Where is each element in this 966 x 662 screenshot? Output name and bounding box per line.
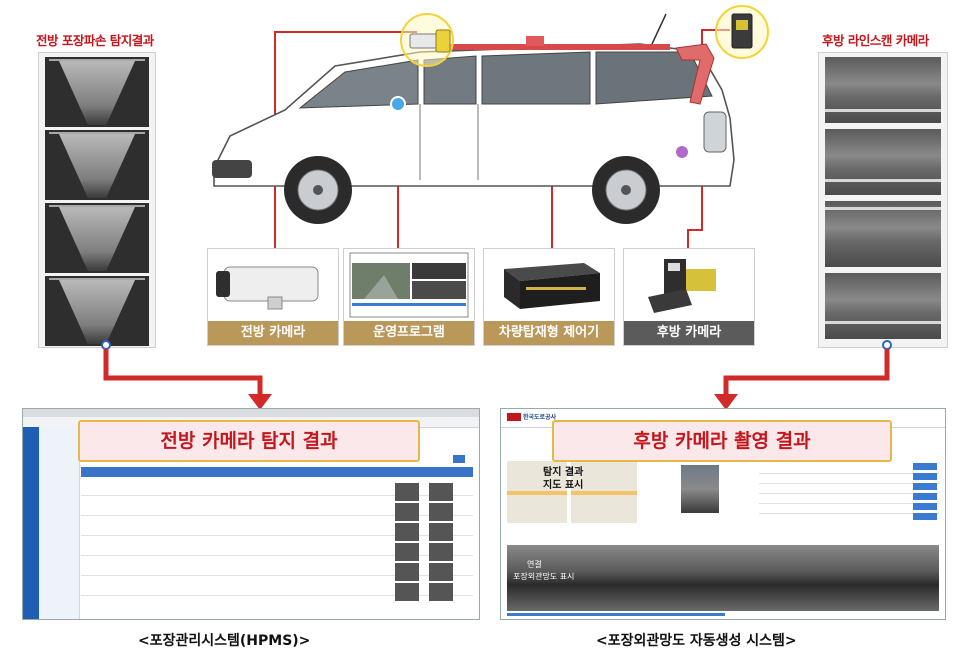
front-detection-strip	[38, 52, 156, 348]
connector-dot-icon	[882, 340, 892, 350]
front-detection-frame	[45, 276, 149, 346]
connector-dot-icon	[101, 340, 111, 350]
program-label: 운영프로그램	[344, 321, 474, 345]
controller-label: 차량탑재형 제어기	[484, 321, 614, 345]
auto-road-image	[681, 465, 719, 513]
arrow-down-icon	[714, 394, 738, 410]
auto-caption: <포장외관망도 자동생성 시스템>	[596, 633, 797, 649]
auto-map	[507, 461, 637, 523]
left-title: 전방 포장파손 탐지결과	[36, 33, 154, 48]
auto-scan-strip	[507, 545, 939, 611]
front-camera-box: 전방 카메라	[207, 248, 339, 346]
rear-camera-box: 후방 카메라	[623, 248, 755, 346]
auto-table	[759, 463, 939, 523]
front-camera-icon	[216, 266, 319, 310]
rear-linescan-strip	[818, 52, 948, 348]
auto-map-label-2: 지도 표시	[543, 480, 584, 491]
hpms-caption: <포장관리시스템(HPMS)>	[138, 633, 311, 649]
van-icon	[212, 13, 735, 224]
hpms-thumb-column	[395, 483, 419, 603]
hpms-menu	[39, 427, 80, 619]
front-detection-frame	[45, 57, 149, 127]
program-screen-icon	[349, 252, 469, 318]
auto-strip-label-1: 연결	[527, 560, 542, 569]
arrow-down-icon	[248, 394, 272, 410]
rear-camera-icon	[731, 13, 753, 49]
hpms-sidebar	[23, 427, 39, 619]
linescan-frame	[825, 201, 941, 267]
front-detection-frame	[45, 203, 149, 273]
rear-camera-label: 후방 카메라	[624, 321, 754, 345]
rear-camera-icon	[648, 259, 716, 313]
linescan-frame	[825, 273, 941, 339]
auto-map-label-1: 탐지 결과	[543, 467, 584, 478]
right-flow-line	[723, 349, 890, 396]
right-title: 후방 라인스캔 카메라	[822, 33, 929, 48]
controller-icon	[504, 263, 600, 309]
rear-camera-connector	[687, 150, 703, 248]
hpms-thumb-column	[429, 483, 453, 603]
auto-brand: 한국도로공사	[523, 414, 557, 421]
left-flow-line	[103, 349, 263, 396]
controller-marker	[674, 144, 690, 160]
front-camera-label: 전방 카메라	[208, 321, 338, 345]
front-detection-frame	[45, 130, 149, 200]
auto-strip-label-2: 포장외관망도 표시	[513, 572, 575, 581]
program-marker	[390, 96, 406, 112]
controller-box: 차량탑재형 제어기	[483, 248, 615, 346]
linescan-frame	[825, 129, 941, 195]
program-box: 운영프로그램	[343, 248, 475, 346]
auto-overlay: 후방 카메라 촬영 결과	[552, 420, 892, 462]
linescan-frame	[825, 57, 941, 123]
hpms-overlay: 전방 카메라 탐지 결과	[78, 420, 420, 462]
